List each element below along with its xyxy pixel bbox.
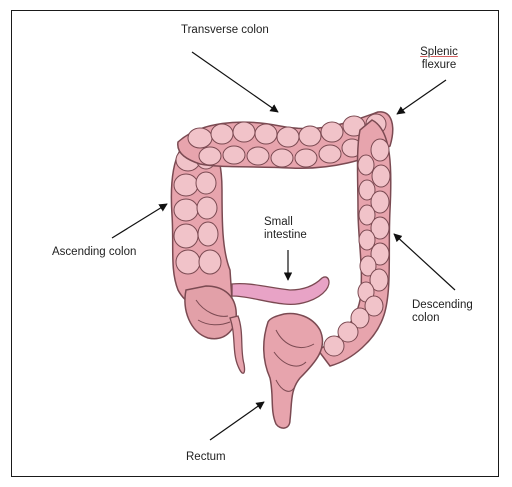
arrow-splenic bbox=[397, 80, 446, 114]
label-splenic-flexure: Splenic flexure bbox=[411, 46, 467, 72]
arrow-descending bbox=[394, 234, 455, 290]
label-splenic-line1: Splenic bbox=[411, 46, 467, 59]
small-intestine bbox=[232, 277, 329, 304]
label-descending-line2: colon bbox=[412, 312, 473, 325]
label-splenic-line2: flexure bbox=[411, 59, 467, 72]
label-small-line1: Small bbox=[264, 216, 307, 229]
label-small-intestine: Small intestine bbox=[264, 216, 307, 242]
arrow-ascending bbox=[112, 204, 167, 238]
arrow-transverse bbox=[192, 52, 278, 112]
label-transverse-colon: Transverse colon bbox=[181, 24, 269, 37]
arrow-rectum bbox=[210, 402, 264, 440]
label-descending-line1: Descending bbox=[412, 299, 473, 312]
rectum bbox=[264, 314, 323, 429]
label-descending-colon: Descending colon bbox=[412, 299, 473, 325]
cecum bbox=[185, 286, 245, 373]
label-small-line2: intestine bbox=[264, 229, 307, 242]
label-rectum: Rectum bbox=[186, 451, 226, 464]
label-ascending-colon: Ascending colon bbox=[52, 246, 136, 259]
